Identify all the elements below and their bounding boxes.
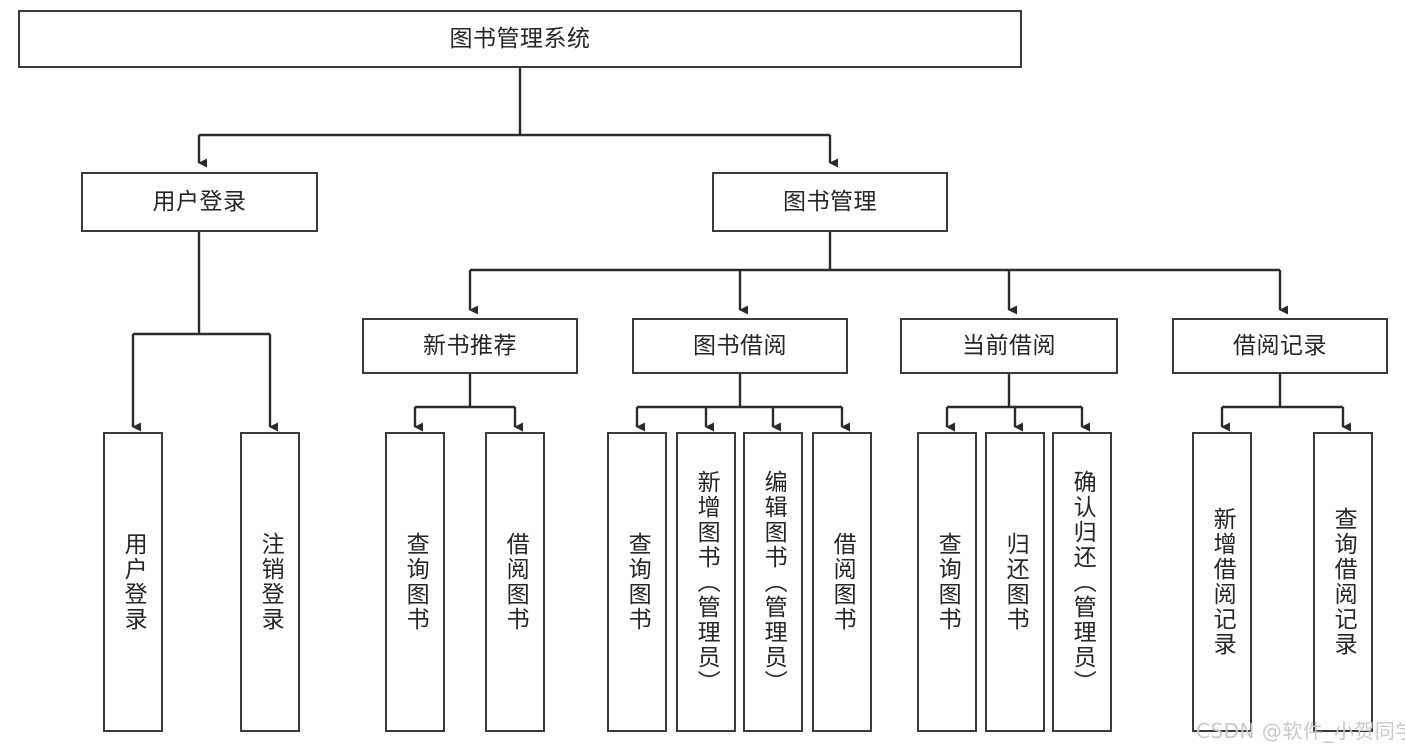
leaf-user-login-login[interactable]: 用户登录 [103, 432, 163, 732]
leaf-book-borrow-borrow[interactable]: 借阅图书 [812, 432, 872, 732]
node-current-borrow-label: 当前借阅 [962, 332, 1056, 359]
node-user-login[interactable]: 用户登录 [81, 172, 318, 232]
leaf-borrow-record-query[interactable]: 查询借阅记录 [1313, 432, 1373, 732]
leaf-current-borrow-query[interactable]: 查询图书 [917, 432, 977, 732]
node-book-management[interactable]: 图书管理 [712, 172, 948, 232]
node-root-system[interactable]: 图书管理系统 [18, 10, 1022, 68]
leaf-current-borrow-confirm[interactable]: 确认归还（管理员） [1052, 432, 1112, 732]
node-new-book-recommend[interactable]: 新书推荐 [362, 318, 578, 374]
leaf-book-borrow-query[interactable]: 查询图书 [607, 432, 667, 732]
leaf-book-borrow-edit-label: 编辑图书（管理员） [760, 469, 787, 695]
leaf-new-book-borrow-label: 借阅图书 [502, 532, 529, 632]
node-current-borrow[interactable]: 当前借阅 [900, 318, 1118, 374]
leaf-new-book-borrow[interactable]: 借阅图书 [485, 432, 545, 732]
leaf-current-borrow-return-label: 归还图书 [1002, 532, 1029, 632]
leaf-borrow-record-add[interactable]: 新增借阅记录 [1192, 432, 1252, 732]
node-root-system-label: 图书管理系统 [449, 25, 591, 52]
csdn-watermark: CSDN @软件_小贺同学 [1196, 719, 1405, 743]
leaf-current-borrow-query-label: 查询图书 [934, 532, 961, 632]
node-user-login-label: 用户登录 [152, 188, 247, 215]
node-book-borrow-label: 图书借阅 [693, 332, 787, 359]
leaf-book-borrow-borrow-label: 借阅图书 [829, 532, 856, 632]
leaf-borrow-record-query-label: 查询借阅记录 [1330, 507, 1357, 657]
leaf-book-borrow-add-label: 新增图书（管理员） [693, 469, 720, 695]
leaf-user-login-logout-label: 注销登录 [257, 532, 284, 632]
leaf-borrow-record-add-label: 新增借阅记录 [1209, 507, 1236, 657]
leaf-current-borrow-confirm-label: 确认归还（管理员） [1069, 469, 1096, 695]
node-borrow-record-label: 借阅记录 [1233, 332, 1327, 359]
node-book-management-label: 图书管理 [783, 188, 877, 215]
leaf-book-borrow-query-label: 查询图书 [624, 532, 651, 632]
leaf-user-login-logout[interactable]: 注销登录 [240, 432, 300, 732]
node-new-book-recommend-label: 新书推荐 [423, 332, 517, 359]
node-book-borrow[interactable]: 图书借阅 [632, 318, 848, 374]
leaf-user-login-login-label: 用户登录 [120, 532, 147, 632]
node-borrow-record[interactable]: 借阅记录 [1172, 318, 1388, 374]
leaf-new-book-query[interactable]: 查询图书 [385, 432, 445, 732]
leaf-book-borrow-add[interactable]: 新增图书（管理员） [676, 432, 736, 732]
leaf-new-book-query-label: 查询图书 [402, 532, 429, 632]
leaf-current-borrow-return[interactable]: 归还图书 [985, 432, 1045, 732]
leaf-book-borrow-edit[interactable]: 编辑图书（管理员） [743, 432, 803, 732]
